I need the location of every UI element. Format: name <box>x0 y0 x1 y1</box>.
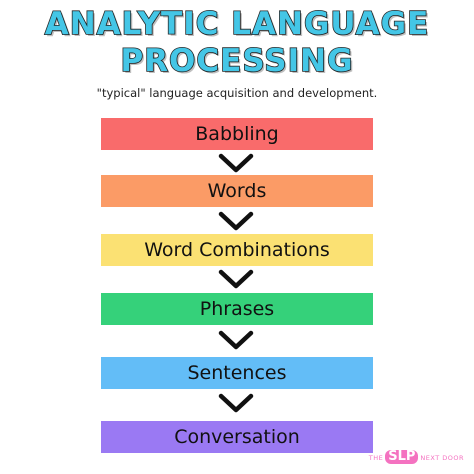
step-babbling: Babbling <box>101 118 373 150</box>
step-label: Words <box>207 180 267 202</box>
logo-prefix: THE <box>368 454 384 462</box>
step-conversation: Conversation <box>101 421 373 453</box>
step-words: Words <box>101 175 373 207</box>
step-phrases: Phrases <box>101 293 373 325</box>
logo-suffix: NEXT DOOR <box>420 454 464 462</box>
step-sentences: Sentences <box>101 357 373 389</box>
chevron-down-icon <box>218 330 254 350</box>
step-label: Conversation <box>174 426 300 448</box>
step-label: Babbling <box>195 123 279 145</box>
logo-main: SLP <box>385 450 419 464</box>
chevron-down-icon <box>218 211 254 231</box>
brand-logo: THE SLP NEXT DOOR <box>369 450 464 464</box>
chevron-down-icon <box>218 393 254 413</box>
step-label: Sentences <box>187 362 287 384</box>
chevron-down-icon <box>218 153 254 173</box>
step-label: Phrases <box>199 298 275 320</box>
step-word-combinations: Word Combinations <box>101 234 373 266</box>
step-label: Word Combinations <box>144 239 330 261</box>
title-line-1: ANALYTIC LANGUAGE <box>44 5 430 43</box>
title-line-2: PROCESSING <box>120 42 354 80</box>
chevron-down-icon <box>218 269 254 289</box>
subtitle: "typical" language acquisition and devel… <box>96 86 378 100</box>
